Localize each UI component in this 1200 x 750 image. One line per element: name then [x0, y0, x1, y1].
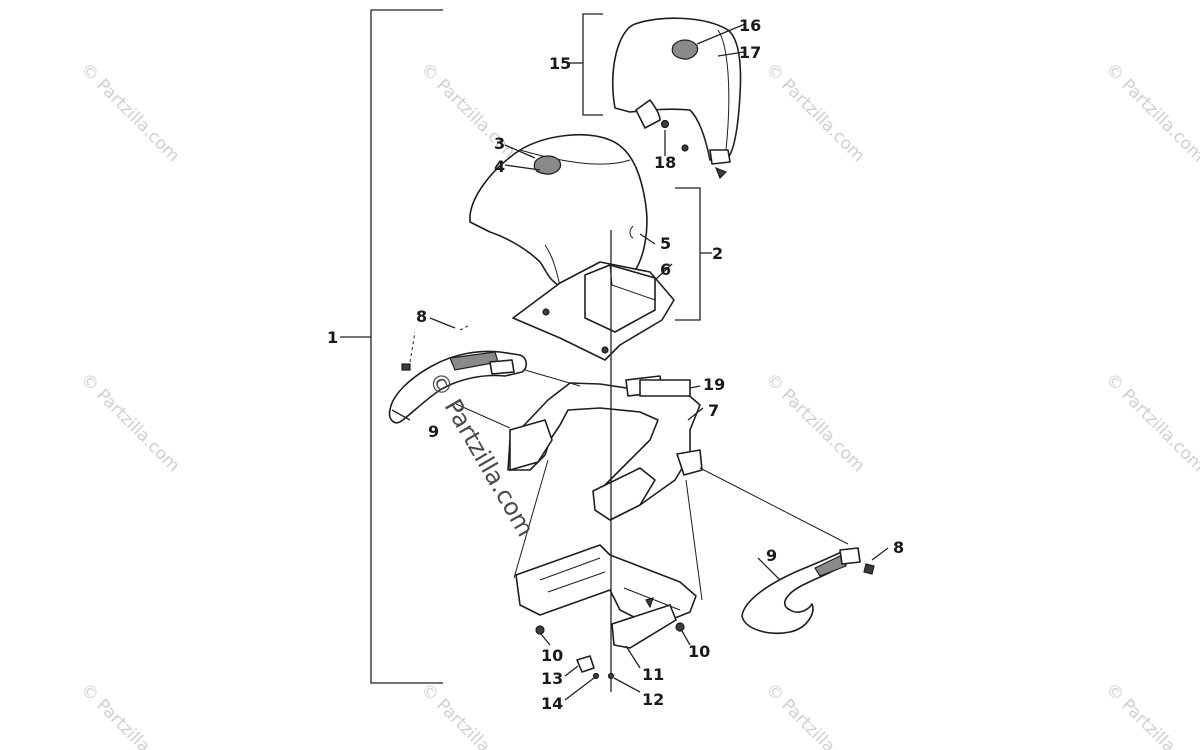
- watermark-tile: © Partzilla.com: [1101, 369, 1200, 476]
- watermark-tile: © Partzilla.com: [1101, 679, 1200, 750]
- callout-8-right: 8: [893, 538, 904, 557]
- callout-3: 3: [494, 134, 505, 153]
- grab-handle-right: [741, 547, 875, 634]
- callout-5: 5: [660, 234, 671, 253]
- callout-18: 18: [654, 153, 676, 172]
- watermark-tile: © Partzilla.com: [76, 679, 183, 750]
- callout-9-right: 9: [766, 546, 777, 565]
- hardware-items: [535, 119, 691, 680]
- assembly-lines: [455, 369, 849, 601]
- callout-labels: 1 2 3 4 5 6 7 8 8 9 9 10 10 11 12 13 14 …: [327, 16, 904, 713]
- callout-13: 13: [541, 669, 563, 688]
- callout-6: 6: [660, 260, 671, 279]
- callout-12: 12: [642, 690, 664, 709]
- backrest-part: [611, 17, 742, 180]
- callout-1: 1: [327, 328, 338, 347]
- callout-leaders: [391, 23, 889, 701]
- grab-handle-left: [388, 350, 528, 424]
- callout-9-left: 9: [428, 422, 439, 441]
- callout-10-right: 10: [688, 642, 710, 661]
- seat-part: [469, 134, 648, 295]
- watermark-tile: © Partzilla.com: [761, 59, 868, 166]
- watermark-tile: © Partzilla.com: [1101, 59, 1200, 166]
- bolt-8-left: [459, 324, 471, 331]
- callout-7: 7: [708, 401, 719, 420]
- seat-base-part: [512, 261, 675, 361]
- watermark-tile: © Partzilla.com: [76, 59, 183, 166]
- leader-8-left: [409, 331, 416, 363]
- bracket-15: [568, 13, 603, 116]
- bracket-1: [340, 9, 443, 684]
- callout-11: 11: [642, 665, 664, 684]
- callout-10-left: 10: [541, 646, 563, 665]
- rear-rack-part: [507, 375, 703, 521]
- callout-2: 2: [712, 244, 723, 263]
- watermark-tile: © Partzilla.com: [761, 369, 868, 476]
- callout-16: 16: [739, 16, 761, 35]
- callout-8-left: 8: [416, 307, 427, 326]
- watermark-tile: © Partzilla.com: [416, 59, 523, 166]
- clip-5: [629, 225, 634, 239]
- callout-17: 17: [739, 43, 761, 62]
- watermark-tile: © Partzilla.com: [416, 679, 523, 750]
- callout-19: 19: [703, 375, 725, 394]
- watermark-tile: © Partzilla.com: [761, 679, 868, 750]
- callout-15: 15: [549, 54, 571, 73]
- bracket-2: [675, 187, 712, 321]
- callout-14: 14: [541, 694, 563, 713]
- watermark-tile: © Partzilla.com: [76, 369, 183, 476]
- callout-4: 4: [494, 157, 505, 176]
- mounting-bracket-part: [515, 544, 697, 649]
